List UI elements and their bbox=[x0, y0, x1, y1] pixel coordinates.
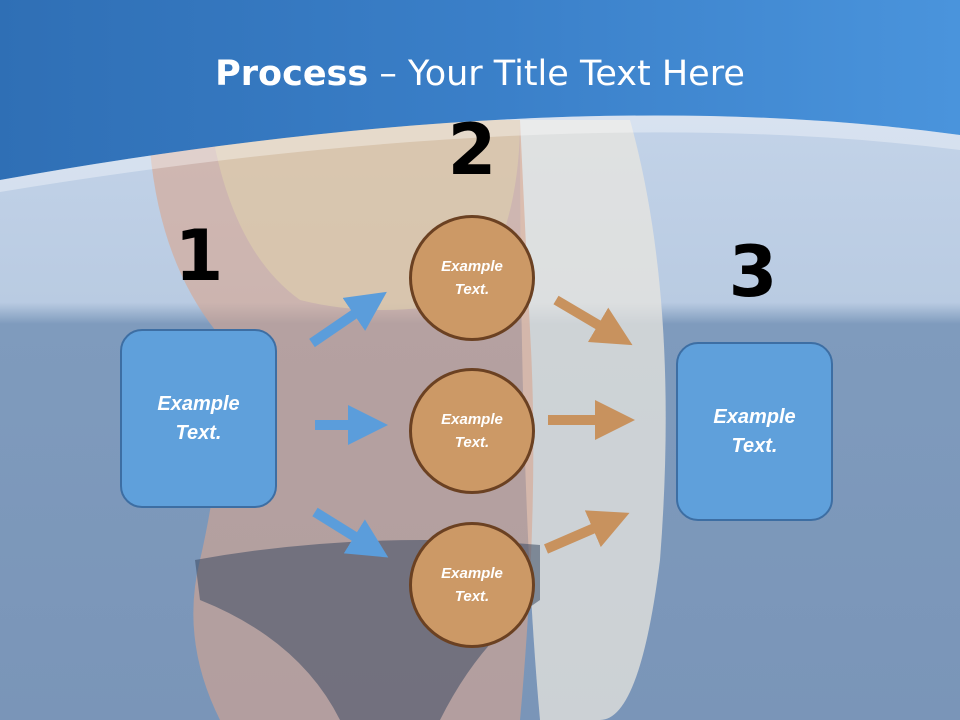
circle-middle: Example Text. bbox=[409, 368, 535, 494]
step-number-1: 1 bbox=[174, 215, 224, 297]
step-number-2: 2 bbox=[447, 109, 497, 191]
circle-top-text: Example Text. bbox=[441, 258, 503, 298]
circle-bottom-text: Example Text. bbox=[441, 565, 503, 605]
slide-title: Process – Your Title Text Here bbox=[0, 52, 960, 96]
circle-middle-text: Example Text. bbox=[441, 411, 503, 451]
circle-top: Example Text. bbox=[409, 215, 535, 341]
arrow-up-right-orange bbox=[544, 510, 630, 554]
step-3-text: Example Text. bbox=[713, 405, 796, 457]
arrow-down-right-blue bbox=[312, 507, 389, 558]
title-rest: – Your Title Text Here bbox=[368, 54, 745, 94]
step-number-3: 3 bbox=[728, 231, 778, 313]
step-1-text: Example Text. bbox=[157, 392, 240, 444]
step-3-box: Example Text. bbox=[676, 342, 833, 521]
arrow-up-right-blue bbox=[309, 291, 387, 348]
arrow-down-right-orange bbox=[553, 295, 633, 346]
circle-bottom: Example Text. bbox=[409, 522, 535, 648]
title-bold: Process bbox=[215, 54, 369, 94]
step-1-box: Example Text. bbox=[120, 329, 277, 508]
